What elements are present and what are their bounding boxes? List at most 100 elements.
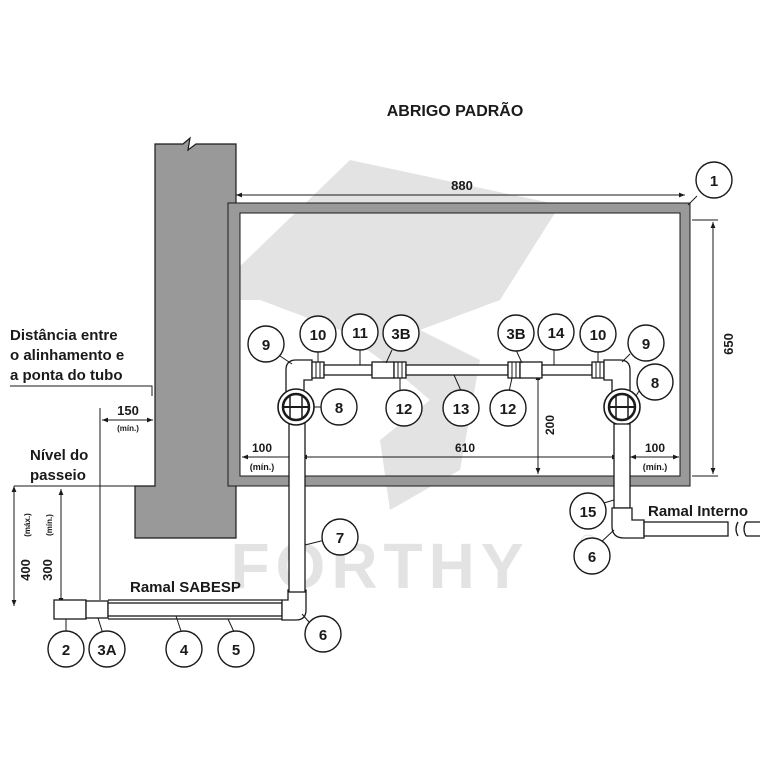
pipe-break-mark (735, 521, 747, 537)
meter-13 (405, 364, 509, 376)
elbow-9-right (603, 359, 631, 396)
callout-13: 13 (442, 389, 480, 427)
callout-15-label: 15 (580, 504, 597, 521)
callout-12-right: 12 (489, 389, 527, 427)
dimension-200: 200 (535, 374, 557, 474)
watermark-text: FORTHY (230, 530, 529, 602)
nut-12-right (507, 361, 521, 379)
nut-10-right (591, 361, 605, 379)
callout-9-left-label: 9 (262, 337, 270, 354)
distance-line-1: Distância entre (10, 327, 118, 344)
callout-8-left-label: 8 (335, 400, 343, 417)
sidewalk-level: Nível do passeio (14, 447, 155, 487)
callout-7-label: 7 (336, 530, 344, 547)
callout-10-right-label: 10 (590, 327, 607, 344)
pipe-riser-left (281, 419, 307, 621)
callout-3b-left-label: 3B (391, 326, 410, 343)
callout-3a-label: 3A (97, 642, 116, 659)
dimension-300-label: 300 (40, 559, 55, 581)
callout-2: 2 (47, 630, 85, 668)
callout-8-right: 8 (636, 363, 674, 401)
callout-12-left-label: 12 (396, 401, 413, 418)
callout-8-left: 8 (320, 388, 358, 426)
callout-3b-right-label: 3B (506, 326, 525, 343)
callout-1-label: 1 (710, 173, 718, 190)
callout-5-label: 5 (232, 642, 240, 659)
dimension-100-left-label: 100 (252, 441, 272, 455)
distance-note: Distância entre o alinhamento e a ponta … (10, 327, 153, 396)
callout-11: 11 (341, 313, 379, 351)
dimension-400-300: 400 (máx.) 300 (mín.) (11, 486, 64, 606)
pipe-11 (323, 364, 373, 376)
callout-14: 14 (537, 313, 575, 351)
pipe-7 (288, 419, 306, 593)
callout-6-right: 6 (573, 537, 611, 575)
valve-8-left (277, 388, 315, 426)
callout-7: 7 (321, 518, 359, 556)
pipe-ramal-interno-body (643, 521, 729, 537)
distance-line-2: o alinhamento e (10, 347, 124, 364)
callout-10-left: 10 (299, 315, 337, 353)
wall (134, 136, 237, 539)
callout-9-left: 9 (247, 325, 285, 363)
callout-14-label: 14 (548, 325, 565, 342)
callout-12-right-label: 12 (500, 401, 517, 418)
callout-12-left: 12 (385, 389, 423, 427)
diagram-title: ABRIGO PADRÃO (387, 100, 524, 120)
distance-line-3: a ponta do tubo (10, 367, 122, 384)
callout-10-left-label: 10 (310, 327, 327, 344)
callout-6-left: 6 (304, 615, 342, 653)
callout-9-right-label: 9 (642, 336, 650, 353)
callout-2-label: 2 (62, 642, 70, 659)
dimension-200-label: 200 (543, 415, 557, 435)
callout-4-label: 4 (180, 642, 189, 659)
callout-6-left-label: 6 (319, 627, 327, 644)
elbow-9-left (285, 359, 313, 396)
callout-8-right-label: 8 (651, 375, 659, 392)
callout-3b-right: 3B (497, 314, 535, 352)
dimension-400-label: 400 (18, 559, 33, 581)
dimension-400-note: (máx.) (23, 513, 32, 537)
callout-9-right: 9 (627, 324, 665, 362)
fitting-3a (85, 600, 109, 619)
dimension-100-left-note: (mín.) (250, 462, 275, 472)
sidewalk-line-2: passeio (30, 467, 86, 484)
adapter-3b-right (519, 361, 543, 379)
dimension-100-right-note: (mín.) (643, 462, 668, 472)
meter-assembly (277, 359, 641, 426)
dimension-300-note: (mín.) (45, 514, 54, 536)
ramal-interno-label: Ramal Interno (648, 503, 748, 520)
dimension-650: 650 (692, 219, 736, 477)
fitting-2 (53, 599, 87, 620)
dimension-100-right-label: 100 (645, 441, 665, 455)
callout-4: 4 (165, 630, 203, 668)
callout-1: 1 (695, 161, 733, 199)
nut-10-left (311, 361, 325, 379)
pipe-15 (613, 423, 631, 509)
nut-12-left (393, 361, 407, 379)
dimension-650-label: 650 (721, 333, 736, 355)
callouts: 1 9 10 11 3B 8 12 13 12 3B 14 10 9 8 7 6… (47, 161, 733, 668)
elbow-6-right (611, 507, 645, 539)
callout-11-label: 11 (352, 325, 368, 342)
pipe-ramal-interno: Ramal Interno (611, 423, 760, 539)
callout-13-label: 13 (453, 401, 470, 418)
valve-8-right (603, 388, 641, 426)
callout-3b-left: 3B (382, 314, 420, 352)
dimension-880: 880 (236, 178, 685, 198)
dimension-880-label: 880 (451, 178, 473, 193)
pipe-14 (541, 364, 593, 376)
adapter-3b-left (371, 361, 395, 379)
pipe-4 (107, 602, 283, 617)
ramal-sabesp-label: Ramal SABESP (130, 579, 241, 596)
dimension-150-label: 150 (117, 403, 139, 418)
pipe-ramal-sabesp: Ramal SABESP (53, 579, 283, 620)
abrigo-box (227, 202, 691, 487)
callout-15: 15 (569, 492, 607, 530)
callout-6-right-label: 6 (588, 549, 596, 566)
dimension-150: 150 (mín.) (99, 403, 153, 600)
callout-10-right: 10 (579, 315, 617, 353)
dimension-150-note: (mín.) (117, 424, 139, 433)
dimension-610-label: 610 (455, 441, 475, 455)
